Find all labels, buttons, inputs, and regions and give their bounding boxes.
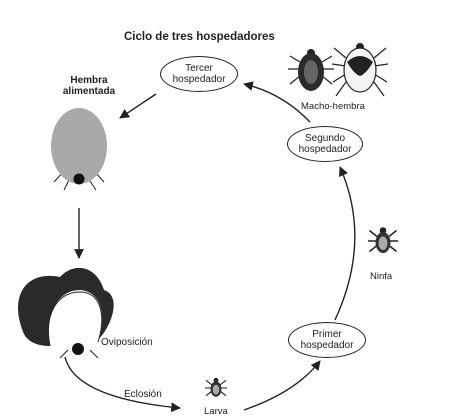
label-eclosion: Eclosión: [124, 389, 162, 400]
node-segundo-hospedador: Segundo hospedador: [287, 126, 363, 162]
nymph-tick-icon: [368, 227, 398, 253]
node-segundo-label: Segundo hospedador: [288, 133, 362, 156]
node-primer-hospedador: Primer hospedador: [288, 322, 366, 358]
arrow-tercer-to-hembra: [120, 94, 156, 118]
label-hembra-alimentada: Hembra alimentada: [52, 75, 126, 97]
node-tercer-hospedador: Tercer hospedador: [160, 56, 238, 92]
arrow-larva-to-primer: [244, 361, 320, 410]
larva-tick-icon: [205, 378, 227, 397]
node-primer-label: Primer hospedador: [289, 329, 365, 352]
female-tick-icon: [332, 43, 388, 96]
label-oviposicion: Oviposición: [101, 337, 153, 348]
diagram-title: Ciclo de tres hospedadores: [124, 31, 275, 44]
oviposition-egg-mass-icon: [18, 268, 114, 358]
label-macho-hembra: Macho-hembra: [301, 102, 365, 112]
label-larva: Larva: [204, 407, 228, 417]
label-ninfa: Ninfa: [370, 272, 392, 282]
male-tick-icon: [288, 49, 334, 91]
arrow-primer-to-segundo: [335, 167, 355, 320]
node-tercer-label: Tercer hospedador: [161, 63, 237, 86]
engorged-female-tick-icon: [51, 108, 107, 190]
arrow-oviposicion-to-larva: [65, 357, 180, 408]
